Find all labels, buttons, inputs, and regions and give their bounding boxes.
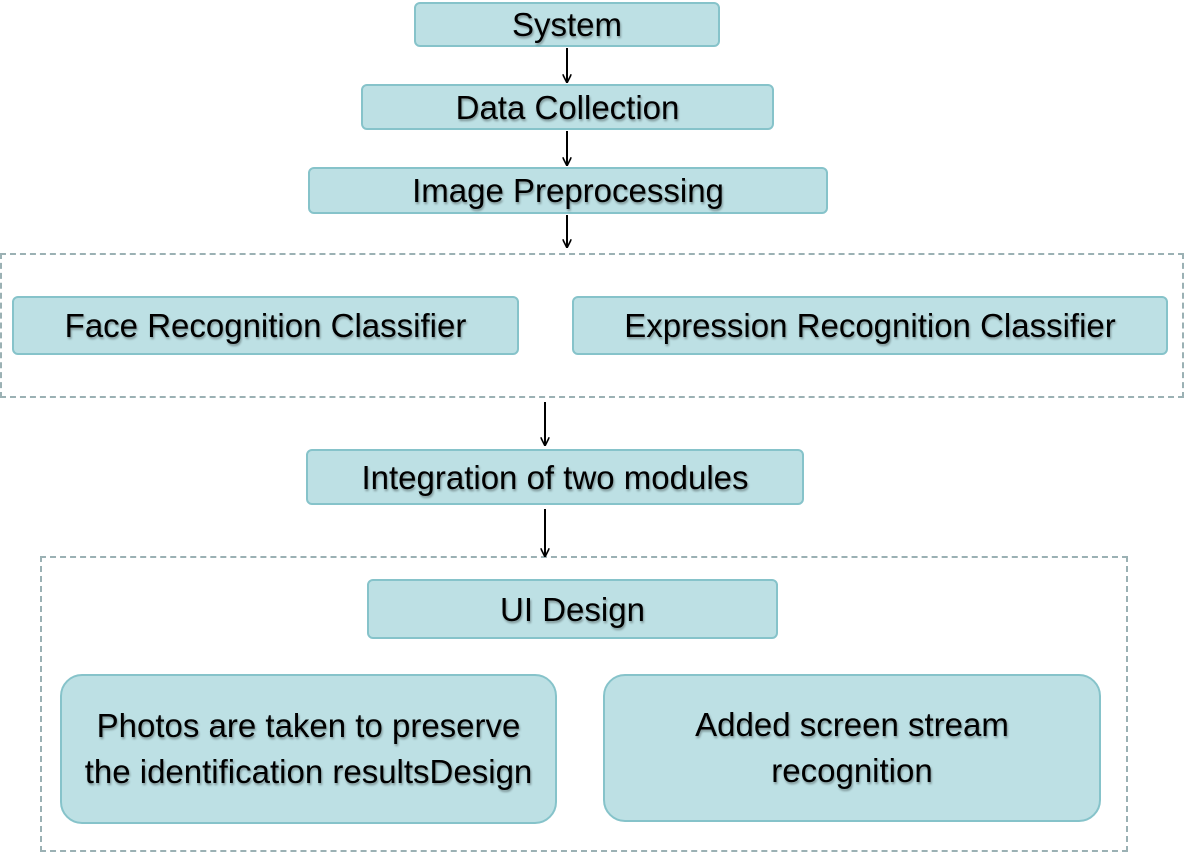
classifier-group: [0, 253, 1184, 398]
photos-preserve-results-node: Photos are taken to preserve the identif…: [60, 674, 557, 824]
face-recognition-classifier-node: Face Recognition Classifier: [12, 296, 519, 355]
ui-design-node: UI Design: [367, 579, 778, 639]
ui-design-group: [40, 556, 1128, 852]
data-collection-node: Data Collection: [361, 84, 774, 130]
screen-stream-recognition-node: Added screen stream recognition: [603, 674, 1101, 822]
system-node: System: [414, 2, 720, 47]
expression-recognition-classifier-node: Expression Recognition Classifier: [572, 296, 1168, 355]
integration-node: Integration of two modules: [306, 449, 804, 505]
image-preprocessing-node: Image Preprocessing: [308, 167, 828, 214]
